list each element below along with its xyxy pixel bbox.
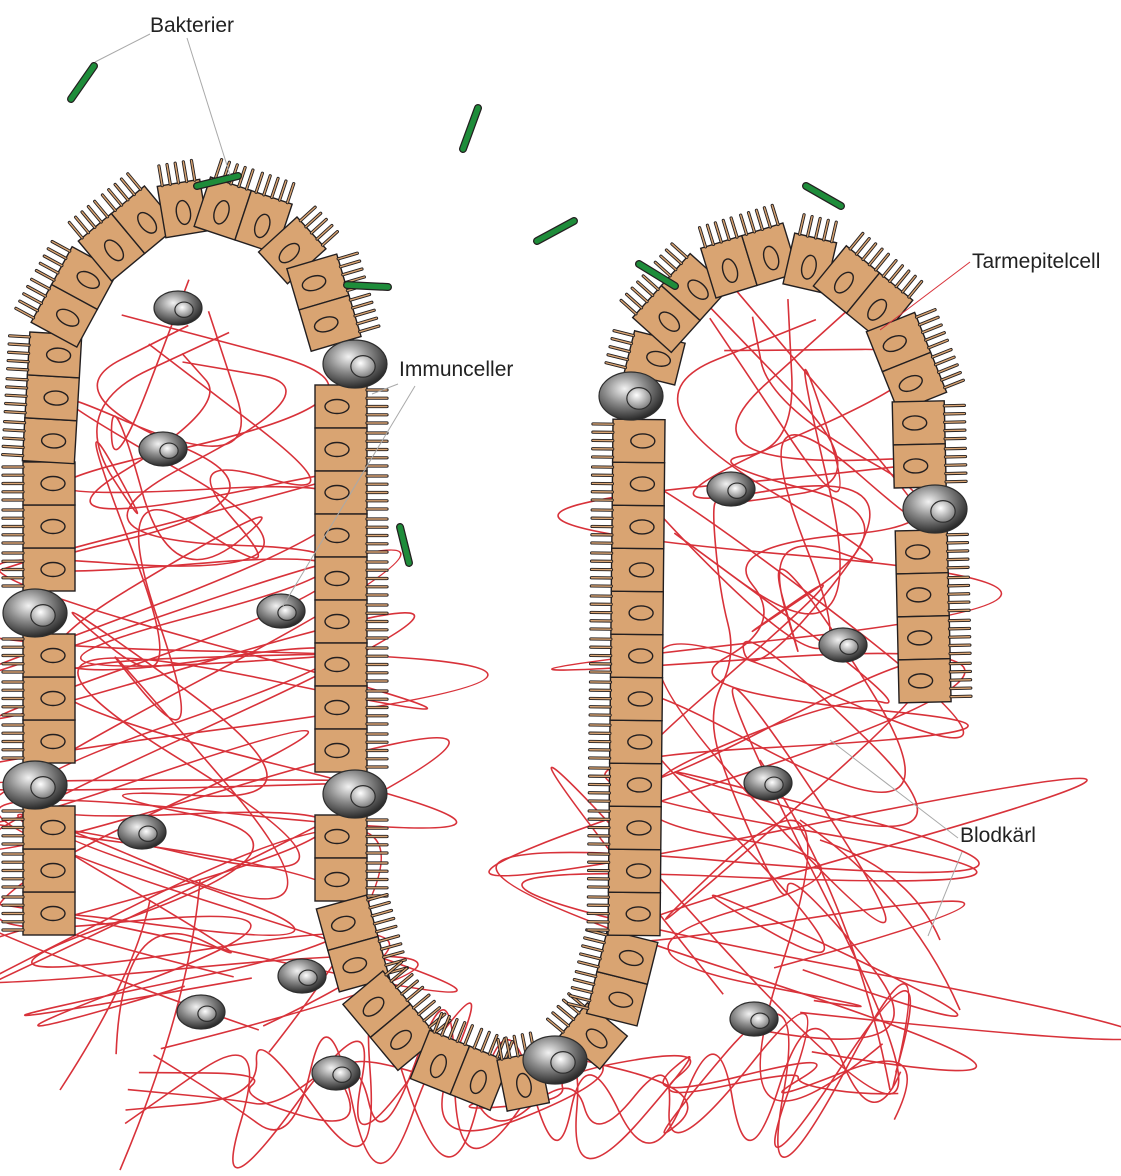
immune-cell: [118, 815, 166, 849]
immune-cell: [278, 959, 326, 993]
immune-cell: [707, 472, 755, 506]
epithelial-cell: [5, 374, 79, 421]
epithelial-cell: [892, 400, 965, 445]
label-blood-vessels: Blodkärl: [960, 824, 1036, 847]
epithelial-cell: [593, 419, 665, 463]
epithelial-cell: [590, 720, 662, 764]
leader-line: [95, 34, 150, 62]
label-epithelial-cell: Tarmepitelcell: [972, 250, 1100, 273]
leader-line: [928, 852, 962, 936]
epithelial-cell: [589, 806, 661, 850]
leader-line: [187, 38, 230, 175]
epithelial-cell: [588, 892, 660, 936]
immune-cell: [730, 1002, 778, 1036]
epithelial-cell: [3, 806, 75, 849]
immune-cell: [744, 766, 792, 800]
epithelial-cell: [315, 428, 387, 471]
epithelial-cell: [589, 763, 661, 807]
epithelial-cell: [3, 548, 75, 591]
epithelial-cell: [315, 557, 387, 600]
epithelial-cell: [3, 849, 75, 892]
epithelial-cell: [3, 462, 75, 505]
immune-cell: [3, 589, 67, 637]
epithelial-cell: [3, 505, 75, 548]
immune-cell: [903, 485, 967, 533]
label-bacteria: Bakterier: [150, 14, 234, 37]
epithelial-cell: [315, 686, 387, 729]
epithelial-cell: [591, 591, 663, 635]
immune-cell: [819, 628, 867, 662]
epithelial-cell: [3, 720, 75, 763]
epithelial-cell: [315, 815, 387, 858]
epithelial-cell: [590, 634, 662, 678]
blood-vessel-strand: [820, 840, 940, 940]
epithelial-cell: [898, 658, 971, 703]
epithelial-cell: [590, 677, 662, 721]
epithelial-cell: [592, 462, 664, 506]
immune-cell: [523, 1036, 587, 1084]
epithelial-cell: [2, 417, 76, 464]
epithelial-cell: [315, 643, 387, 686]
label-immune-cells: Immunceller: [399, 358, 513, 381]
immune-cell: [312, 1056, 360, 1090]
epithelial-cell: [3, 892, 75, 935]
epithelial-cell: [588, 849, 660, 893]
immune-cell: [323, 770, 387, 818]
epithelial-cell: [315, 858, 387, 901]
epithelial-cell: [591, 548, 663, 592]
immune-cell: [257, 594, 305, 628]
immune-cell: [323, 340, 387, 388]
epithelial-cell: [896, 572, 969, 617]
epithelial-cell: [895, 529, 968, 574]
immune-cell: [154, 291, 202, 325]
leader-line: [830, 740, 958, 838]
immune-cell: [599, 372, 663, 420]
epithelial-cell: [315, 729, 387, 772]
immune-cell: [3, 761, 67, 809]
epithelial-cell: [897, 615, 970, 660]
immune-cell: [139, 432, 187, 466]
epithelial-cell: [3, 677, 75, 720]
epithelial-cell: [592, 505, 664, 549]
immune-cell: [177, 995, 225, 1029]
epithelial-cell: [315, 600, 387, 643]
epithelial-cell: [3, 634, 75, 677]
epithelial-cell: [315, 385, 387, 428]
epithelial-cell: [893, 443, 966, 488]
